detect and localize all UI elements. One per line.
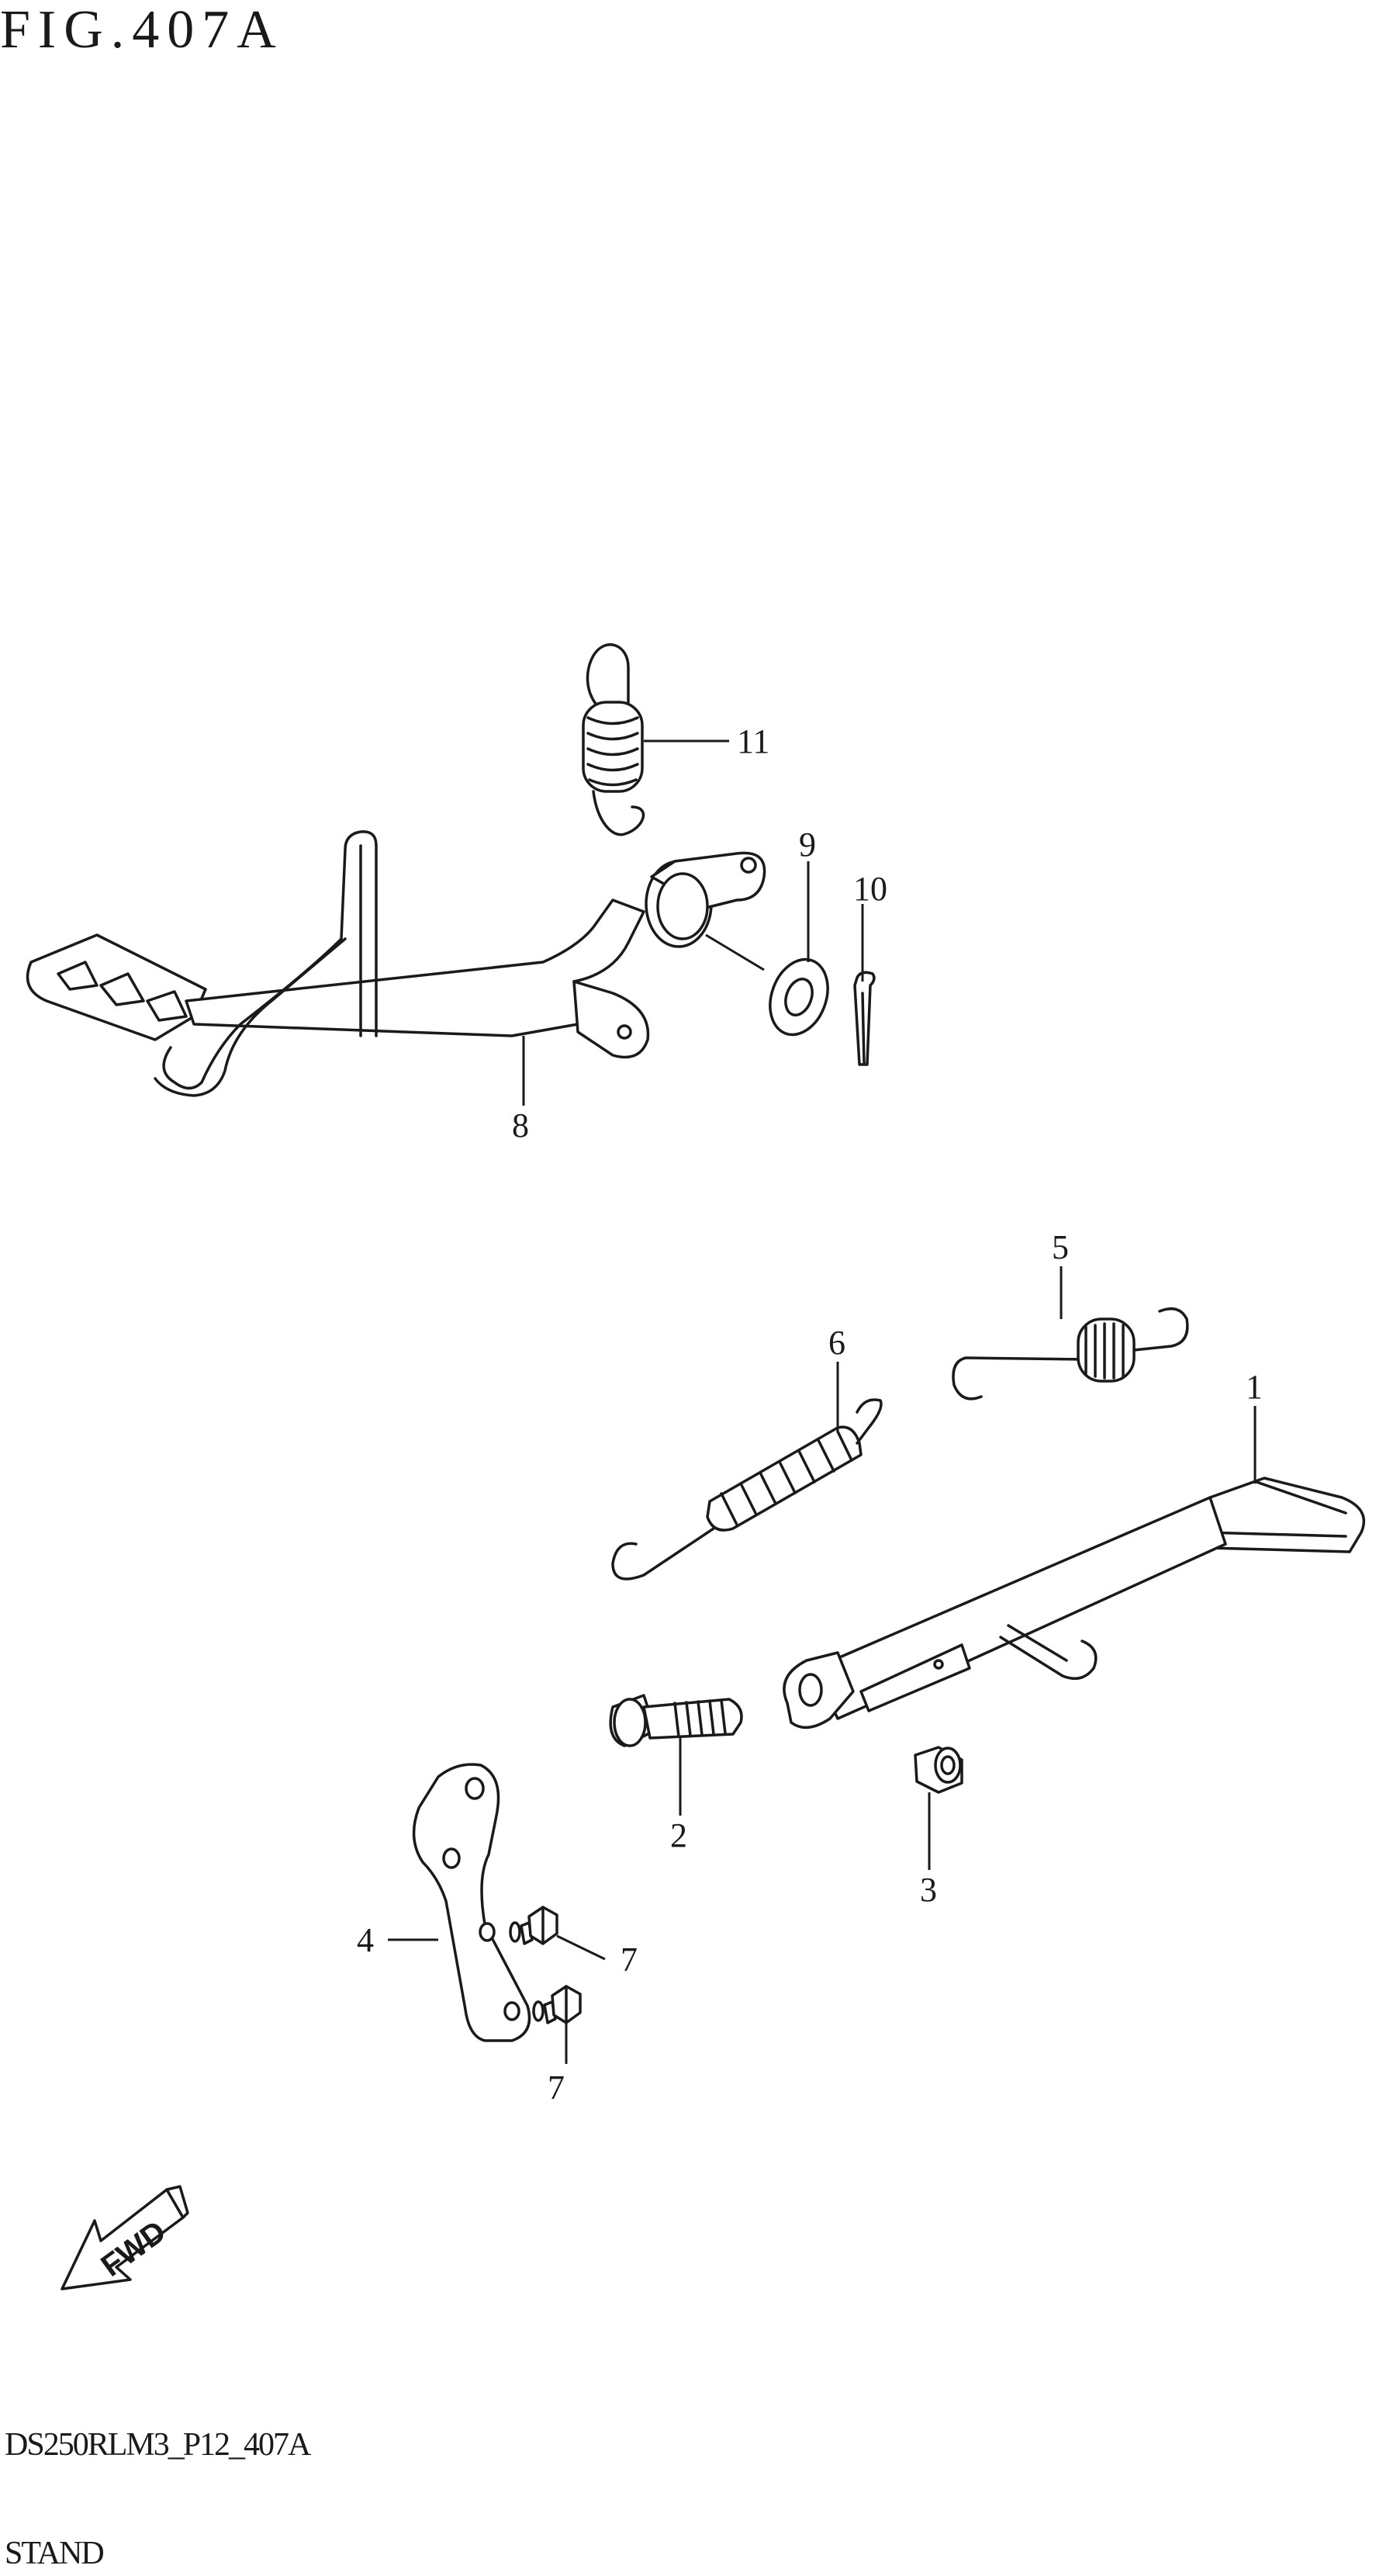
part-2-pivot-bolt	[609, 1694, 743, 1747]
callout-6: 6	[828, 1324, 845, 1362]
part-5-spring	[952, 1307, 1189, 1401]
callout-9: 9	[799, 826, 816, 864]
callout-4: 4	[357, 1921, 374, 1959]
part-7-bolt-lower	[532, 1985, 582, 2024]
callout-8: 8	[512, 1106, 529, 1144]
part-7-bolt-upper	[509, 1906, 558, 1945]
part-4-bracket	[412, 1763, 531, 2042]
part-11-spring	[582, 643, 645, 836]
part-8-brake-pedal	[26, 830, 766, 1097]
callout-10: 10	[853, 870, 887, 908]
callout-11: 11	[737, 722, 769, 760]
footer-drawing-code: DS250RLM3_P12_407A	[5, 2427, 311, 2463]
part-1-side-stand	[783, 1477, 1366, 1729]
part-3-nut	[914, 1746, 963, 1794]
callout-7-upper: 7	[621, 1941, 638, 1979]
part-10-cotter-pin	[853, 971, 876, 1066]
footer-section-name: STAND	[5, 2536, 105, 2571]
callout-5: 5	[1052, 1228, 1069, 1266]
part-9-washer	[769, 957, 829, 1037]
callout-7-lower: 7	[548, 2069, 565, 2107]
figure-title: FIG.407A	[0, 0, 284, 60]
fwd-arrow: FWD	[61, 2185, 189, 2290]
leader-lines	[388, 739, 1257, 2064]
callout-2: 2	[670, 1816, 687, 1854]
callout-3: 3	[920, 1871, 937, 1909]
callout-1: 1	[1246, 1368, 1263, 1406]
part-6-spring	[611, 1398, 883, 1581]
callouts: 11 9 10 8 5 6 1 2 3 4 7 7	[357, 722, 1263, 2107]
